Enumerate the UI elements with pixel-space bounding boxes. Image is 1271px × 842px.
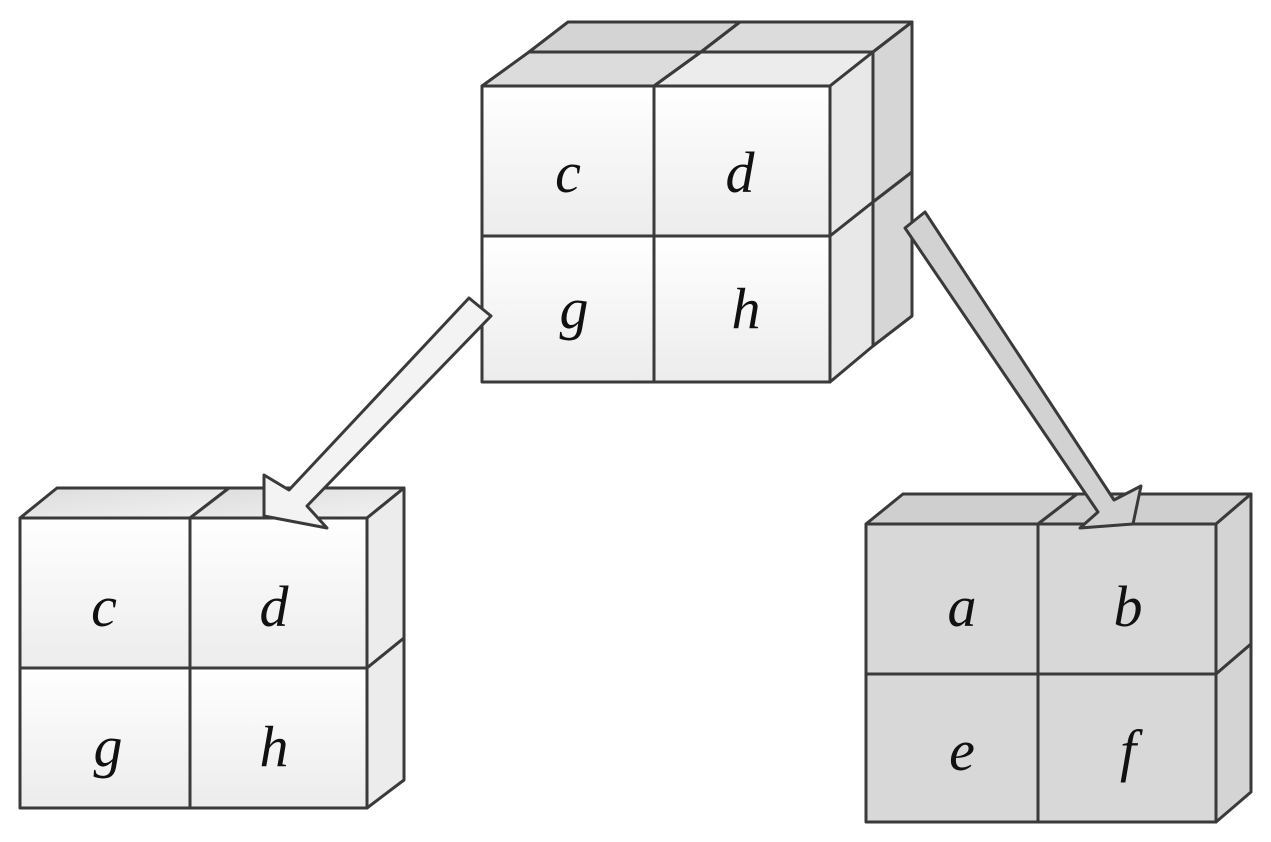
right-cube-cell [864, 672, 1040, 824]
left-cube-cell-label-g: g [94, 714, 123, 779]
right-cube-side-face [1214, 642, 1253, 824]
left-cube-cell-label-c: c [91, 574, 117, 639]
top-cube: c d g h [480, 20, 914, 384]
top-cube-side-face [871, 170, 914, 348]
top-cube-cell-label-h: h [732, 276, 761, 341]
left-cube-cell [188, 666, 369, 810]
right-cube-cell [1036, 522, 1218, 676]
arrow-to-right-cube [903, 210, 1143, 530]
left-cube-cell-label-h: h [260, 714, 289, 779]
left-cube-side-face [365, 636, 406, 810]
arrow-to-left-cube [262, 296, 493, 530]
top-cube-cell [480, 234, 656, 384]
left-cube: c d g h [18, 486, 406, 810]
top-cube-side-face [828, 200, 875, 384]
top-cube-cell-label-g: g [560, 276, 589, 341]
top-cube-cell-label-c: c [555, 140, 581, 205]
right-cube: a b e f [864, 492, 1253, 824]
right-cube-cell-label-a: a [948, 574, 977, 639]
top-cube-cell [652, 234, 832, 384]
left-cube-cell-label-d: d [260, 574, 290, 639]
right-cube-cell-label-b: b [1114, 574, 1143, 639]
right-cube-cell-label-e: e [949, 718, 975, 783]
left-cube-cell [18, 666, 192, 810]
right-cube-cell [1036, 672, 1218, 824]
left-cube-cell [188, 516, 369, 670]
top-cube-cell-label-d: d [726, 140, 756, 205]
